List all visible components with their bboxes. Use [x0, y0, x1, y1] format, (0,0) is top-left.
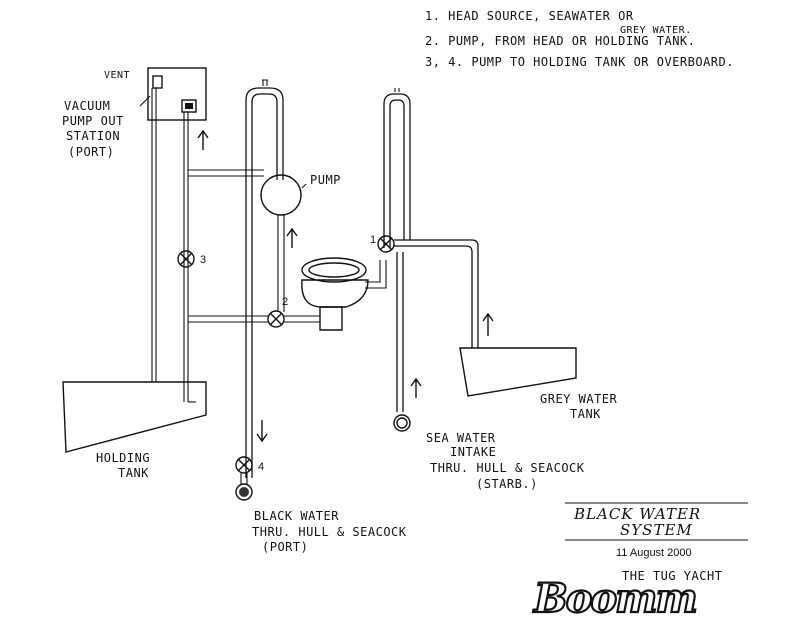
- note-3: 3, 4. PUMP TO HOLDING TANK OR OVERBOARD.: [425, 55, 734, 69]
- vent-label: VENT: [104, 70, 130, 81]
- sea-water-label-4: (STARB.): [476, 477, 538, 491]
- leader-line-vacuum: [139, 95, 151, 107]
- black-water-label-3: (PORT): [262, 540, 308, 554]
- leader-line-pump: [301, 183, 307, 189]
- flow-arrow-up-3: [410, 377, 422, 398]
- pipe-head-to-valve-1: [365, 260, 387, 289]
- note-1-cont: GREY WATER.: [620, 25, 692, 36]
- valve-3: [177, 250, 195, 268]
- sea-loop-outer: [383, 93, 411, 248]
- grey-tank-label-2: TANK: [570, 407, 601, 421]
- valve-1: [377, 235, 395, 253]
- marine-head: [301, 257, 369, 331]
- flow-arrow-up-1: [197, 129, 209, 150]
- sea-water-label-1: SEA WATER: [426, 431, 496, 445]
- tagline: THE TUG YACHT: [622, 569, 722, 583]
- pipe-to-pump-top: [188, 169, 264, 177]
- vacuum-label-2: PUMP OUT: [62, 114, 124, 128]
- valve-2-label: 2: [282, 296, 288, 308]
- black-water-thru-hull: [235, 483, 253, 501]
- vacuum-label-4: (PORT): [68, 145, 114, 159]
- flow-arrow-up-4: [482, 312, 494, 336]
- sea-intake-pipe: [396, 252, 404, 412]
- pump-out-box: [147, 67, 207, 121]
- boomm-logo: Boomm: [533, 575, 696, 621]
- sea-water-label-3: THRU. HULL & SEACOCK: [430, 461, 585, 475]
- valve-2: [267, 310, 285, 328]
- sea-water-label-2: INTAKE: [450, 445, 496, 459]
- pump-out-fitting: [181, 99, 197, 113]
- pump-loop-vent: [262, 79, 268, 86]
- note-2: 2. PUMP, FROM HEAD OR HOLDING TANK.: [425, 34, 695, 48]
- pump-label: PUMP: [310, 173, 341, 187]
- valve-4: [235, 456, 253, 474]
- flow-arrow-up-2: [286, 227, 298, 248]
- pipe-to-valve-2: [188, 315, 268, 323]
- title-block: BLACK WATER SYSTEM 11 August 2000 THE TU…: [532, 502, 748, 621]
- vent-pipe: [151, 88, 157, 382]
- pipe-to-grey-tank: [394, 239, 479, 348]
- vacuum-label-1: VACUUM: [64, 99, 110, 113]
- flow-arrow-down: [256, 420, 268, 443]
- pump-out-fitting-core: [185, 103, 193, 109]
- title-line-2: SYSTEM: [620, 521, 693, 539]
- sea-intake-thru-hull: [393, 414, 411, 432]
- valve-4-label: 4: [258, 461, 264, 473]
- vacuum-label-3: STATION: [66, 129, 120, 143]
- grey-tank-label-1: GREY WATER: [540, 392, 618, 406]
- sea-loop-vent: [394, 88, 400, 92]
- notes: 1. HEAD SOURCE, SEAWATER OR GREY WATER. …: [425, 9, 734, 69]
- valve-1-label: 1: [370, 234, 376, 246]
- holding-tank: [62, 381, 207, 453]
- vent-fitting: [152, 75, 163, 89]
- valve-3-label: 3: [200, 254, 206, 266]
- black-water-outlet-pipe: [240, 473, 248, 484]
- pipe-valve2-to-head: [284, 315, 320, 323]
- holding-tank-label-2: TANK: [118, 466, 149, 480]
- grey-water-tank: [459, 347, 577, 397]
- sea-loop-inner: [389, 99, 405, 248]
- pump-down-pipe: [277, 215, 285, 312]
- title-line-1: BLACK WATER: [573, 505, 701, 523]
- black-water-label-2: THRU. HULL & SEACOCK: [252, 525, 407, 539]
- holding-tank-label-1: HOLDING: [96, 451, 150, 465]
- drawing-date: 11 August 2000: [616, 547, 692, 559]
- black-water-label-1: BLACK WATER: [254, 509, 339, 523]
- pump-loop-inner: [251, 93, 278, 478]
- pump: [260, 174, 302, 216]
- pump-loop-outer: [245, 87, 284, 478]
- note-1: 1. HEAD SOURCE, SEAWATER OR: [425, 9, 634, 23]
- pump-out-station: [147, 67, 207, 121]
